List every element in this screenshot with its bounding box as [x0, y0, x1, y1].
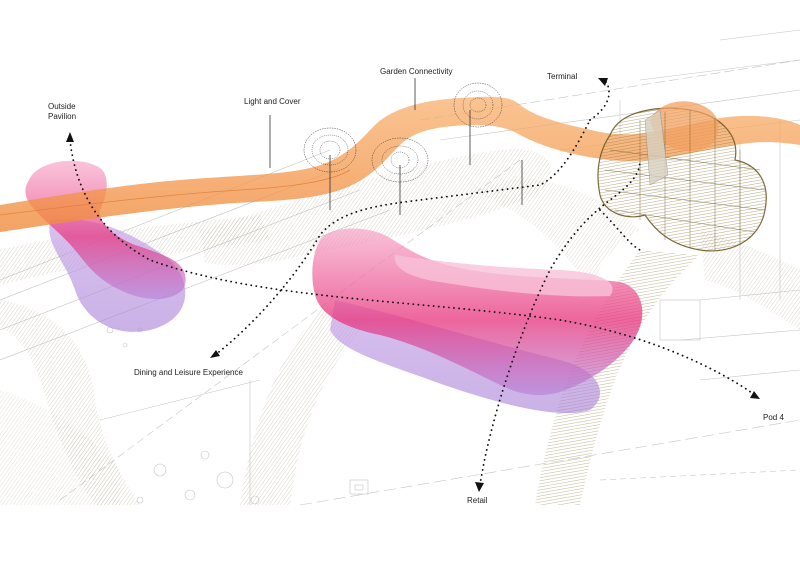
arrowheads — [66, 78, 760, 492]
terminal-label: Terminal — [547, 72, 578, 81]
tree-icon — [453, 82, 503, 165]
arrowhead-icon — [475, 482, 484, 492]
tree-icon — [371, 137, 429, 215]
leader-lines — [269, 78, 523, 205]
dining-and-leisure-label: Dining and Leisure Experience — [134, 368, 243, 377]
arrowhead-icon — [66, 132, 74, 142]
outside-pavilion-line-2: Pavilion — [48, 112, 77, 121]
arrowhead-icon — [750, 391, 760, 399]
retail-label: Retail — [467, 496, 488, 505]
arrowhead-icon — [598, 78, 608, 86]
outside-pavilion-label: Outside Pavilion — [48, 102, 76, 122]
tree-icon — [303, 127, 357, 210]
terminal-structure — [597, 101, 767, 252]
orange-canopy — [0, 96, 800, 233]
pod-4-label: Pod 4 — [763, 413, 784, 422]
trees — [303, 82, 503, 215]
arrowhead-icon — [210, 350, 220, 358]
circulation-paths — [69, 79, 756, 486]
garden-connectivity-label: Garden Connectivity — [380, 67, 453, 76]
outside-pavilion-line-1: Outside — [48, 102, 76, 111]
light-and-cover-label: Light and Cover — [244, 97, 301, 106]
